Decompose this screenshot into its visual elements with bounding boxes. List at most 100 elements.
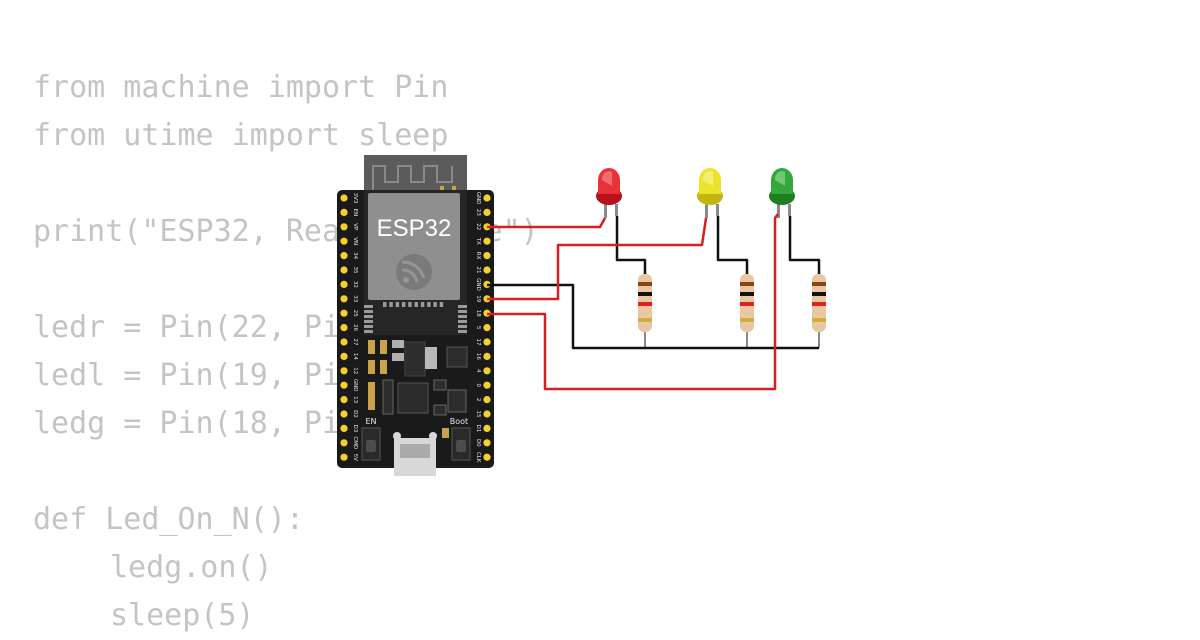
pin-label: 2: [475, 398, 481, 402]
module-pad: [458, 320, 467, 323]
pin-34[interactable]: [340, 252, 348, 260]
module-pad: [364, 305, 373, 308]
pin-label: VP: [352, 223, 358, 231]
pin-gnd[interactable]: [483, 194, 491, 202]
pin-label: 16: [475, 353, 481, 360]
pin-label: 35: [352, 267, 358, 274]
pin-16[interactable]: [483, 352, 491, 360]
module-pad: [364, 315, 373, 318]
pin-label: 4: [475, 369, 481, 373]
module-pad: [364, 310, 373, 313]
pin-25[interactable]: [340, 309, 348, 317]
wire-gnd-bus[interactable]: [487, 283, 819, 350]
pin-17[interactable]: [483, 338, 491, 346]
red-led[interactable]: [596, 168, 622, 218]
left-pin-labels: 3V3ENVPVN343532332526271412GND13D2D3CMD5…: [352, 193, 358, 461]
pin-label: 21: [475, 267, 481, 274]
pin-rx[interactable]: [483, 252, 491, 260]
pin-35[interactable]: [340, 266, 348, 274]
boot-button[interactable]: [451, 427, 471, 461]
pin-tx[interactable]: [483, 237, 491, 245]
pin-0[interactable]: [483, 381, 491, 389]
pin-d2[interactable]: [340, 410, 348, 418]
esp32-board[interactable]: ESP32 3V3ENVPVN343532332526271412GND13D2…: [337, 155, 494, 476]
green-led[interactable]: [769, 168, 795, 218]
module-pad: [383, 302, 387, 307]
micro-usb-port[interactable]: [393, 432, 437, 476]
wire-gpio22-red-led[interactable]: [487, 217, 607, 229]
code-line: ledg.on(): [110, 550, 273, 585]
wire-gpio18-green-led[interactable]: [487, 213, 779, 391]
module-pad: [364, 330, 373, 333]
pin-13[interactable]: [340, 396, 348, 404]
code-line: def Led_On_N():: [33, 502, 304, 537]
antenna-trace: [372, 165, 453, 190]
code-line: from machine import Pin: [33, 70, 449, 105]
pin-label: VN: [352, 237, 358, 245]
pin-label: 23: [475, 209, 481, 216]
module-pad: [408, 302, 412, 307]
pin-label: 5V: [352, 454, 358, 461]
pin-vn[interactable]: [340, 237, 348, 245]
pin-gnd[interactable]: [340, 381, 348, 389]
pin-label: 13: [352, 396, 358, 403]
module-pad: [364, 320, 373, 323]
resistor-3[interactable]: [812, 262, 826, 348]
pin-label: 3V3: [352, 193, 358, 204]
pin-label: 25: [352, 310, 358, 317]
pin-clk[interactable]: [483, 453, 491, 461]
module-pad: [401, 302, 406, 307]
en-button[interactable]: [361, 427, 381, 461]
pin-label: D1: [475, 425, 481, 433]
wire-green-led-to-resistor[interactable]: [788, 216, 821, 274]
pin-26[interactable]: [340, 324, 348, 332]
pin-d0[interactable]: [483, 439, 491, 447]
module-pads: [364, 302, 467, 333]
pin-label: 22: [475, 223, 481, 230]
pin-33[interactable]: [340, 295, 348, 303]
pin-12[interactable]: [340, 367, 348, 375]
pin-23[interactable]: [483, 208, 491, 216]
pin-d3[interactable]: [340, 424, 348, 432]
wire-yellow-led-to-resistor[interactable]: [716, 216, 749, 274]
left-pin-header: [340, 194, 348, 461]
pin-15[interactable]: [483, 410, 491, 418]
pin-label: 26: [352, 324, 358, 331]
pin-21[interactable]: [483, 266, 491, 274]
pin-label: 32: [352, 281, 358, 288]
pin-cmd[interactable]: [340, 439, 348, 447]
module-pad: [433, 302, 437, 307]
pin-label: TX: [475, 237, 481, 245]
antenna-area: [364, 155, 467, 195]
wire-red-led-to-resistor[interactable]: [615, 216, 647, 274]
resistor-1[interactable]: [638, 262, 652, 348]
module-pad: [414, 302, 418, 307]
pin-label: D3: [352, 425, 358, 433]
pin-5v[interactable]: [340, 453, 348, 461]
pin-27[interactable]: [340, 338, 348, 346]
pin-32[interactable]: [340, 280, 348, 288]
pin-2[interactable]: [483, 396, 491, 404]
pin-label: GND: [475, 278, 481, 291]
pin-label: GND: [352, 379, 358, 392]
pin-5[interactable]: [483, 324, 491, 332]
usb-uart-chip: [397, 382, 429, 414]
wire-gpio19-yellow-led[interactable]: [487, 217, 708, 301]
pin-label: GND: [475, 192, 481, 205]
pin-d1[interactable]: [483, 424, 491, 432]
pin-3v3[interactable]: [340, 194, 348, 202]
module-pad: [458, 310, 467, 313]
yellow-led[interactable]: [697, 168, 723, 218]
pin-vp[interactable]: [340, 223, 348, 231]
module-pad: [395, 302, 400, 307]
pin-label: 33: [352, 295, 358, 302]
board-components: [368, 340, 468, 438]
pin-14[interactable]: [340, 352, 348, 360]
pin-4[interactable]: [483, 367, 491, 375]
resistor-2[interactable]: [740, 262, 754, 348]
pin-en[interactable]: [340, 208, 348, 216]
module-pad: [458, 315, 467, 318]
module-pad: [389, 302, 393, 307]
